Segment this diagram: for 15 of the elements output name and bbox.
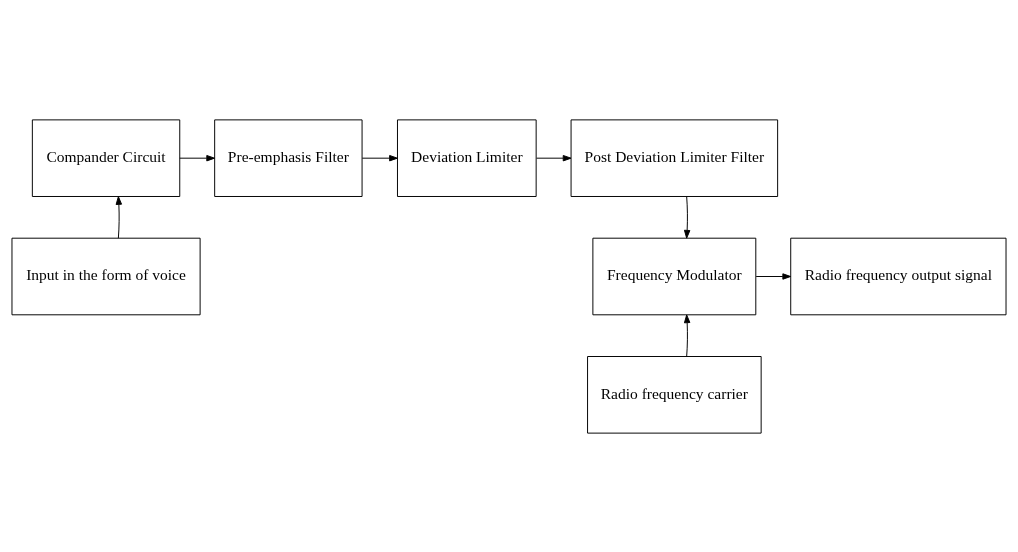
arrow: [683, 313, 691, 357]
node-box: Frequency Modulator: [592, 237, 757, 315]
arrow: [755, 272, 792, 280]
node-box: Deviation Limiter: [397, 118, 537, 197]
node-box: Input in the form of voice: [11, 237, 201, 315]
node-box: Radio frequency output signal: [790, 237, 1007, 315]
arrow: [115, 195, 123, 239]
arrow: [361, 154, 398, 161]
node-box: Post Deviation Limiter Filter: [570, 118, 779, 197]
arrow: [179, 154, 216, 161]
node-box: Compander Circuit: [31, 118, 181, 197]
arrow: [536, 154, 572, 161]
node-box: Pre-emphasis Filter: [214, 118, 363, 197]
node-box: Radio frequency carrier: [587, 355, 762, 434]
arrow: [683, 195, 691, 239]
